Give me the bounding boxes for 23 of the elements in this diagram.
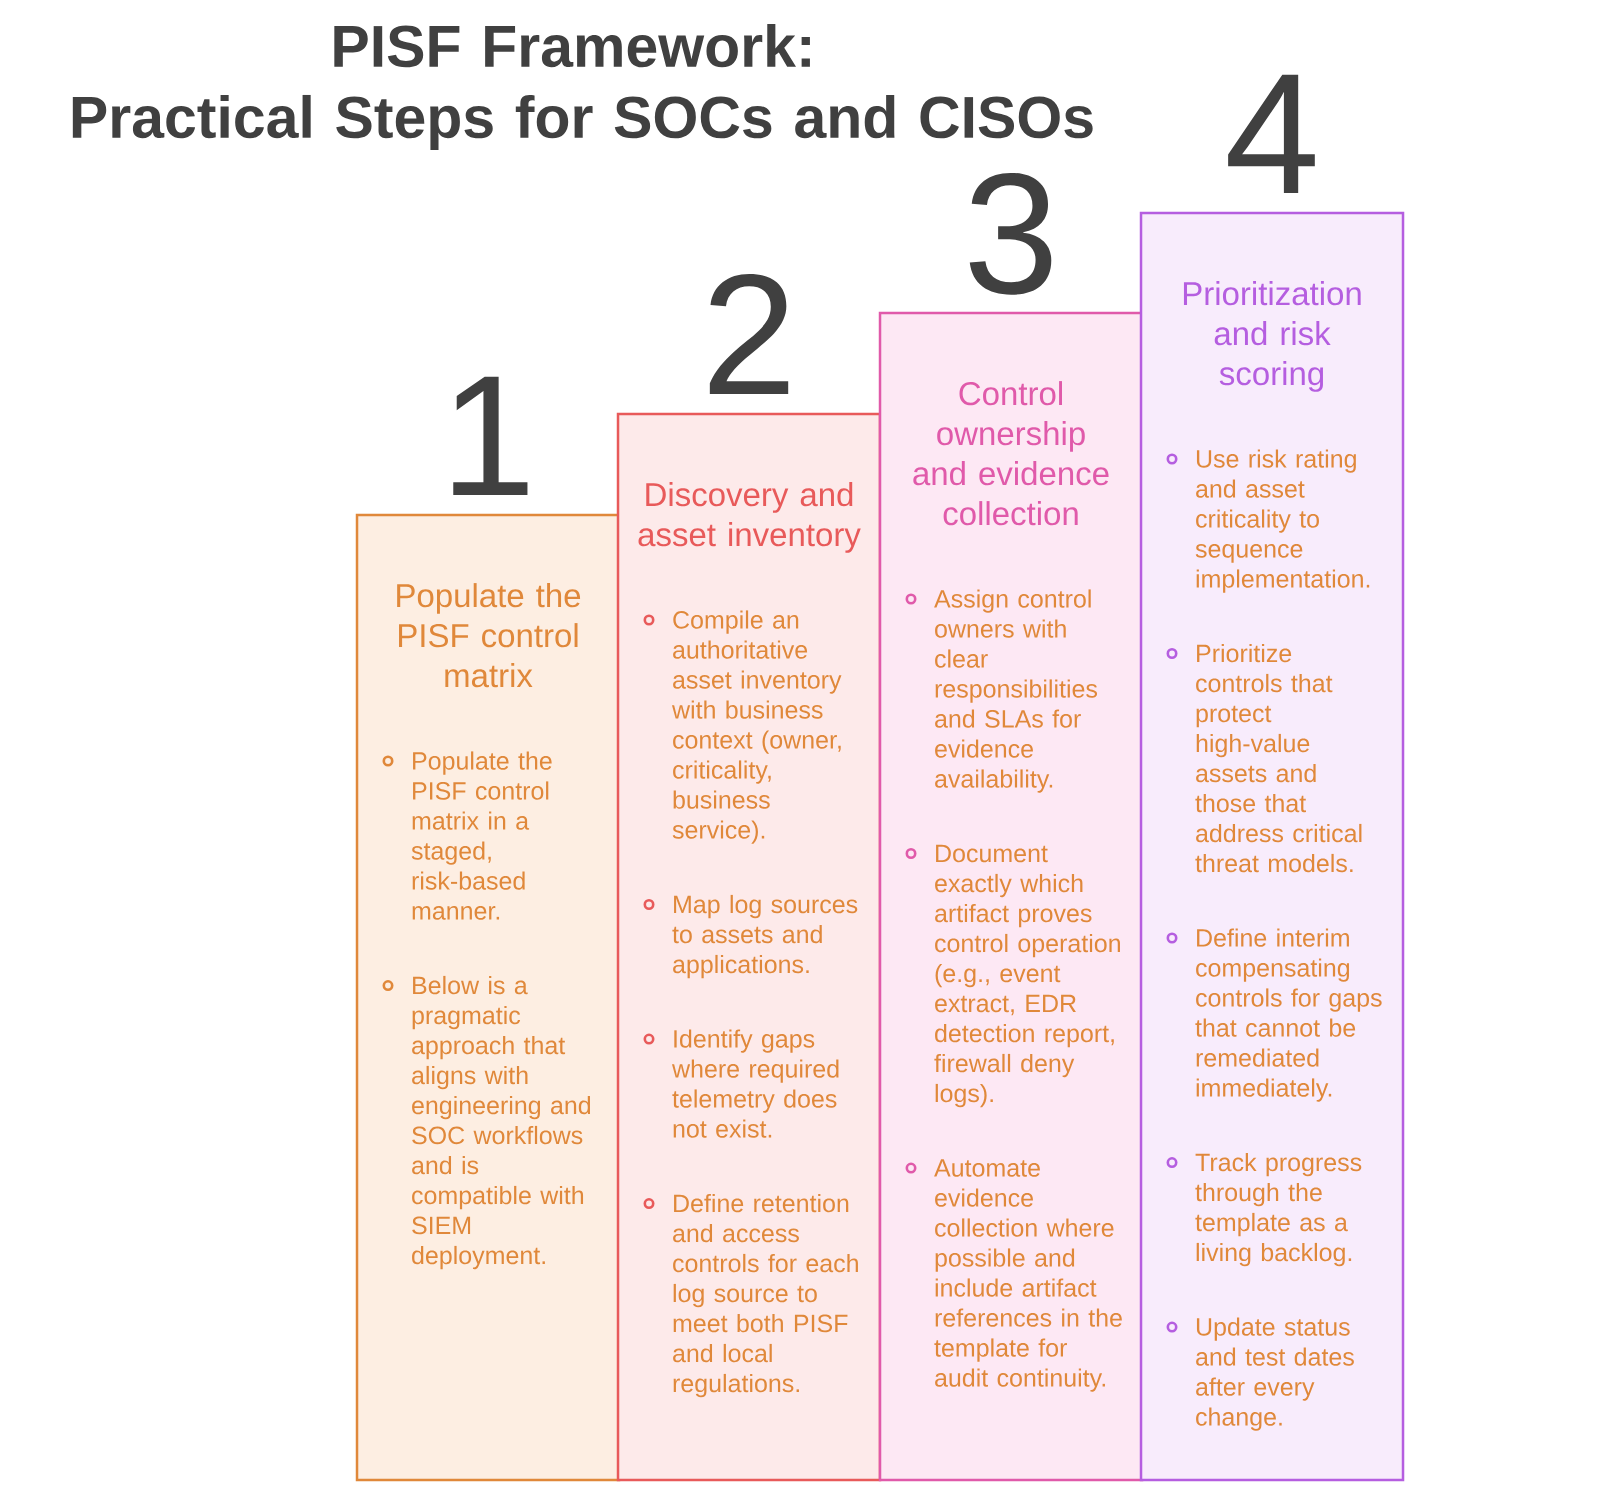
- bullet-text: Assign control owners with clear responsibilities and SLAs for evidence availability.: [934, 589, 1098, 793]
- bullet-text: Compile an authoritative asset inventory with business context (owner, criticality, business service).: [672, 610, 842, 844]
- step-number: 4: [1228, 74, 1315, 193]
- bullet-text: Prioritize controls that protect high-value assets and those that address critical threat models.: [1195, 643, 1362, 873]
- title: PISF Framework: Practical Steps for SOCs and CISOs: [72, 23, 1093, 150]
- bullet-text: Populate the PISF control matrix in a staged, risk-based manner.: [411, 751, 552, 920]
- bullet-text: Define retention and access controls for each log source to meet both PISF and local regulations.: [673, 1193, 858, 1398]
- step-number: 3: [969, 172, 1052, 295]
- step-number: 2: [709, 273, 789, 394]
- bullet-text: Below is a pragmatic approach that aligns with engineering and SOC workflows and is compatible with SIEM deployment.: [412, 975, 591, 1270]
- bullet-text: Define interim compensating controls for gaps that cannot be remediated immediately.: [1195, 928, 1382, 1102]
- step-number: 1: [453, 376, 528, 495]
- bullet-text: Update status and test dates after every change.: [1196, 1317, 1354, 1431]
- column-heading: Control ownership and evidence collection: [913, 381, 1109, 526]
- column-heading: Discovery and asset inventory: [638, 482, 861, 553]
- bullet-text: Track progress through the template as a living backlog.: [1195, 1152, 1362, 1267]
- bullet-text: Document exactly which artifact proves control operation (e.g., event extract, EDR detection report, firewall deny logs).: [934, 844, 1120, 1108]
- column-heading: Prioritization and risk scoring: [1183, 281, 1361, 392]
- column-heading: Populate the PISF control matrix: [397, 583, 581, 688]
- bullet-text: Identify gaps where required telemetry does not exist.: [672, 1029, 839, 1138]
- bullet-text: Use risk rating and asset criticality to sequence implementation.: [1195, 449, 1370, 593]
- bullet-text: Map log sources to assets and applications.: [672, 894, 858, 979]
- bullet-text: Automate evidence collection where possible and include artifact references in the template for audit continuity.: [934, 1159, 1122, 1392]
